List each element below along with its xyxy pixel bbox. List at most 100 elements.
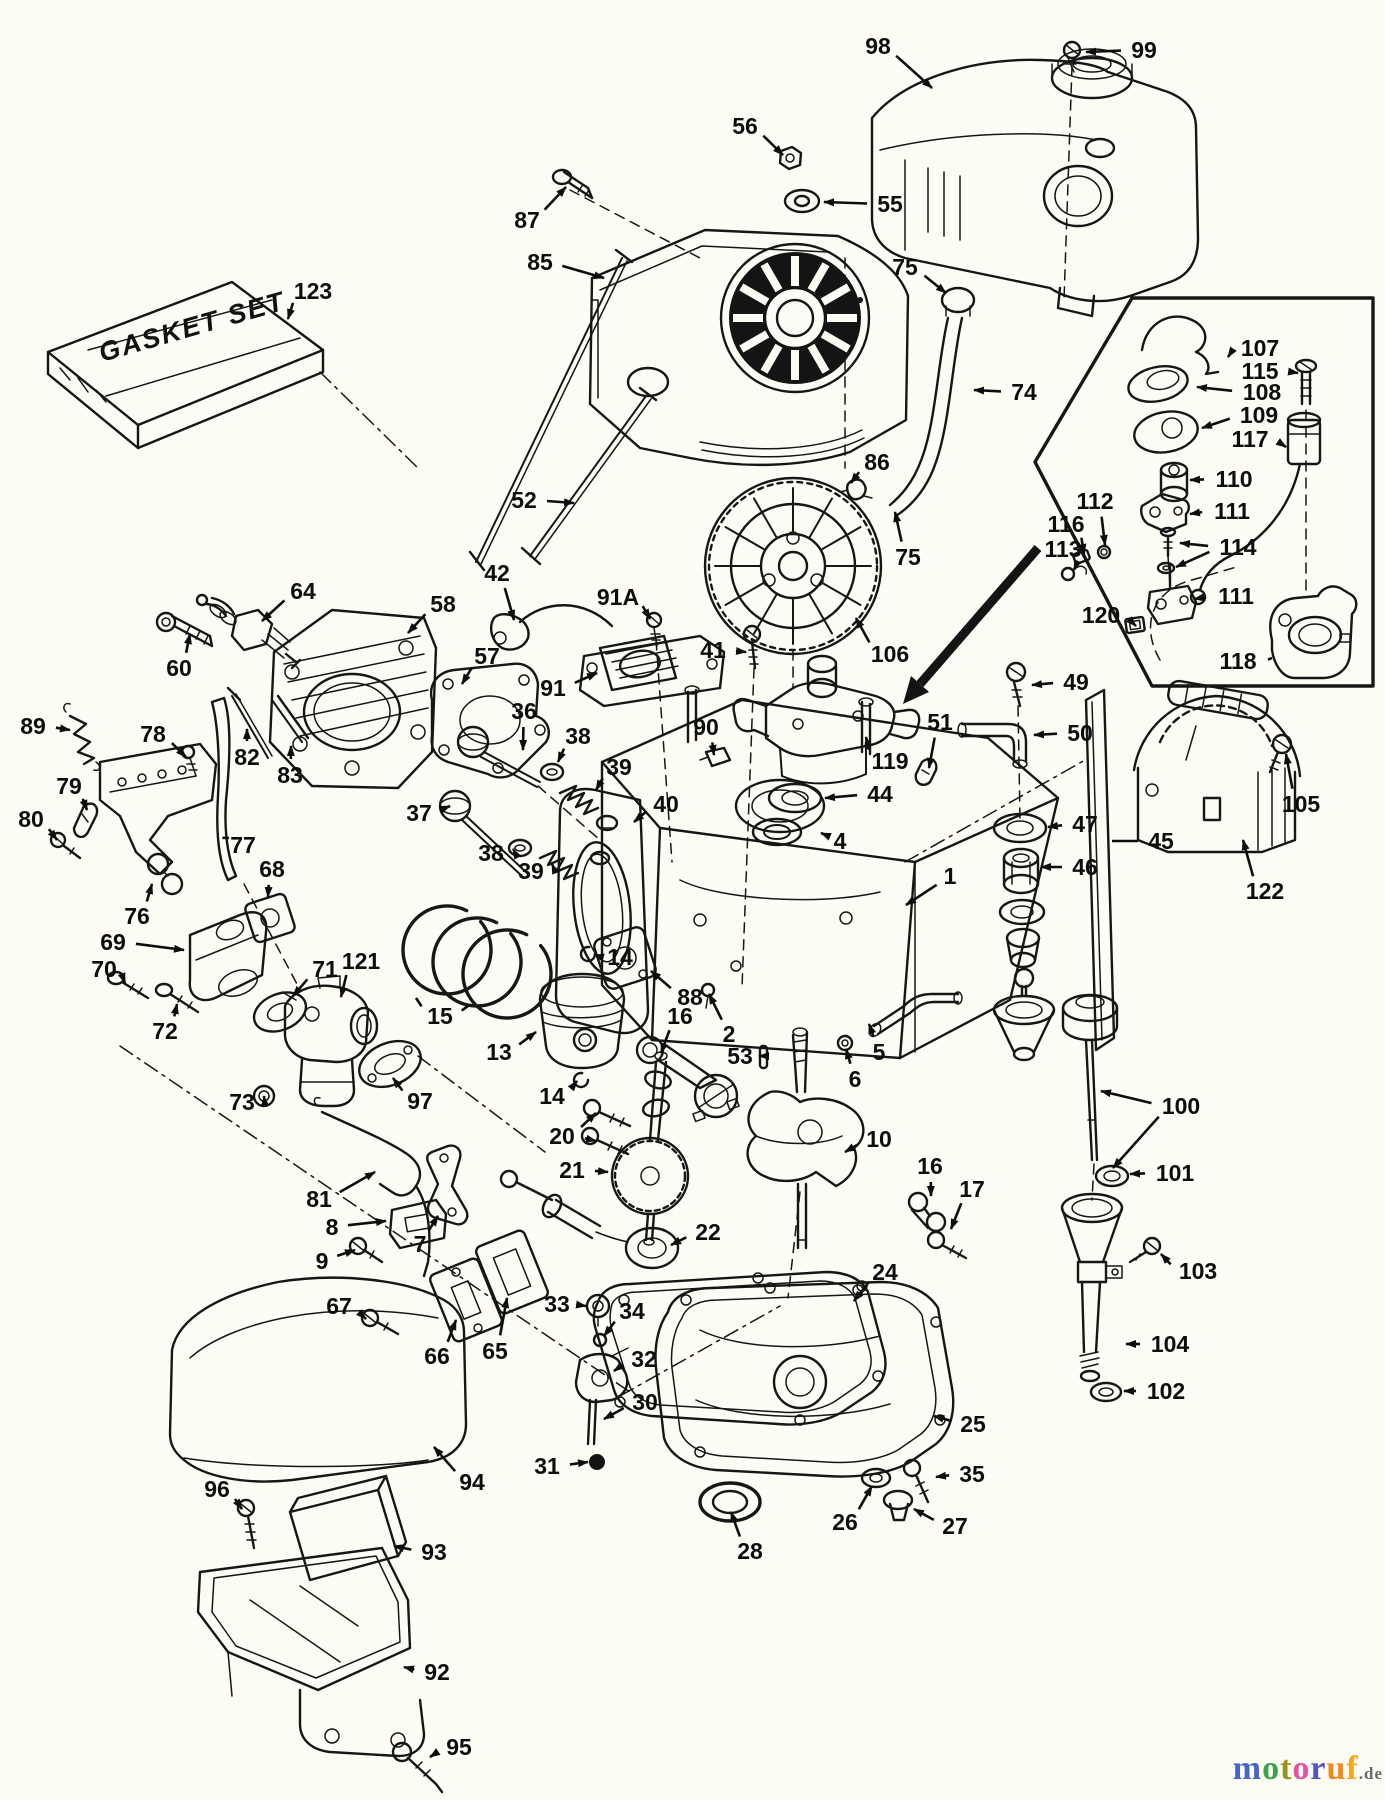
bolt-35 [902, 1458, 930, 1504]
bellcrank-7 [426, 1144, 469, 1226]
svg-text:85: 85 [527, 249, 553, 275]
part-label-28: 28 [729, 1511, 763, 1564]
part-label-64: 64 [261, 578, 316, 622]
watermark-letter: r [1310, 1750, 1327, 1787]
part-label-92: 92 [403, 1659, 450, 1685]
part-label-75: 75 [892, 254, 947, 295]
part-label-111: 111 [1193, 583, 1254, 609]
part-label-117: 117 [1231, 426, 1287, 452]
governor-vane-77 [210, 696, 238, 882]
part-label-109: 109 [1201, 402, 1278, 430]
svg-text:111: 111 [1218, 583, 1254, 609]
watermark-letter: u [1326, 1750, 1347, 1787]
svg-text:44: 44 [867, 781, 893, 807]
svg-text:91: 91 [540, 675, 566, 701]
svg-text:49: 49 [1063, 669, 1089, 695]
svg-text:83: 83 [277, 762, 303, 788]
part-label-110: 110 [1189, 466, 1253, 492]
part-label-38: 38 [556, 723, 591, 763]
svg-text:7: 7 [414, 1231, 427, 1257]
part-label-27: 27 [913, 1507, 968, 1539]
part-label-16: 16 [917, 1153, 943, 1197]
bolt-2 [700, 982, 716, 1009]
part-label-45: 45 [1112, 828, 1174, 854]
piston-rings [401, 904, 553, 1020]
part-label-72: 72 [152, 1003, 179, 1044]
svg-text:26: 26 [832, 1509, 858, 1535]
svg-text:86: 86 [864, 449, 890, 475]
air-filter-element [288, 1474, 408, 1582]
head-bolt-60 [155, 611, 214, 648]
svg-text:27: 27 [942, 1513, 968, 1539]
part-label-103: 103 [1160, 1253, 1217, 1284]
camshaft [610, 1051, 690, 1246]
carb-gasket-97 [358, 1039, 422, 1089]
svg-text:4: 4 [834, 828, 847, 854]
part-label-33: 33 [544, 1291, 587, 1317]
governor-bracket [98, 742, 218, 876]
governor-plate-83 [271, 694, 310, 743]
bolt-72 [154, 982, 200, 1014]
bolt-17 [926, 1230, 968, 1260]
part-label-74: 74 [973, 379, 1037, 405]
part-label-102: 102 [1123, 1378, 1185, 1404]
part-label-57: 57 [460, 643, 500, 685]
valves-and-springs [438, 725, 619, 881]
primer-well-parts [992, 898, 1056, 1062]
bolt-70 [106, 970, 150, 1000]
svg-text:71: 71 [312, 956, 338, 982]
part-label-38: 38 [478, 840, 522, 866]
part-label-46: 46 [1040, 854, 1098, 880]
part-label-65: 65 [482, 1297, 510, 1364]
svg-text:31: 31 [534, 1453, 560, 1479]
svg-text:96: 96 [204, 1476, 230, 1502]
part-label-15: 15 [414, 997, 469, 1029]
governor-rod-82 [226, 686, 273, 759]
part-label-91: 91 [540, 671, 598, 701]
part-label-86: 86 [849, 449, 890, 484]
part-label-122: 122 [1241, 839, 1284, 904]
svg-text:108: 108 [1243, 379, 1282, 405]
air-cleaner-body [196, 1546, 426, 1758]
part-label-118: 118 [1219, 648, 1273, 674]
part-label-2: 2 [707, 993, 735, 1047]
svg-text:6: 6 [849, 1066, 862, 1092]
svg-text:35: 35 [959, 1461, 985, 1487]
svg-text:55: 55 [877, 191, 903, 217]
fuel-line [839, 286, 976, 518]
part-label-17: 17 [949, 1176, 985, 1230]
svg-text:88: 88 [677, 984, 703, 1010]
svg-text:39: 39 [606, 754, 632, 780]
bolts-20 [580, 1098, 632, 1156]
gasket-set-package: GASKET SET [46, 280, 325, 450]
svg-text:112: 112 [1076, 488, 1113, 514]
ignition-coil [578, 634, 726, 708]
svg-text:9: 9 [316, 1248, 329, 1274]
svg-text:106: 106 [871, 641, 909, 667]
part-label-73: 73 [229, 1089, 270, 1115]
part-label-96: 96 [204, 1476, 244, 1510]
reed-plate-66 [429, 1257, 503, 1343]
svg-text:40: 40 [653, 791, 679, 817]
svg-text:52: 52 [511, 487, 537, 513]
watermark-letter: m [1232, 1750, 1263, 1787]
connecting-rod [635, 1035, 740, 1123]
part-label-7: 7 [414, 1215, 440, 1257]
part-label-121: 121 [339, 948, 380, 998]
part-label-78: 78 [140, 721, 187, 758]
watermark-word: motoruf [1233, 1750, 1359, 1787]
svg-text:122: 122 [1246, 878, 1284, 904]
svg-text:39: 39 [518, 858, 544, 884]
part-label-99: 99 [1085, 37, 1157, 63]
svg-text:36: 36 [511, 698, 537, 724]
washer-102 [1089, 1381, 1123, 1403]
clip-51 [914, 758, 938, 786]
svg-text:45: 45 [1148, 828, 1174, 854]
svg-text:82: 82 [234, 744, 260, 770]
coil-screw-91a [645, 611, 663, 647]
part-label-58: 58 [407, 591, 456, 634]
svg-text:94: 94 [459, 1469, 485, 1495]
svg-text:93: 93 [421, 1539, 447, 1565]
